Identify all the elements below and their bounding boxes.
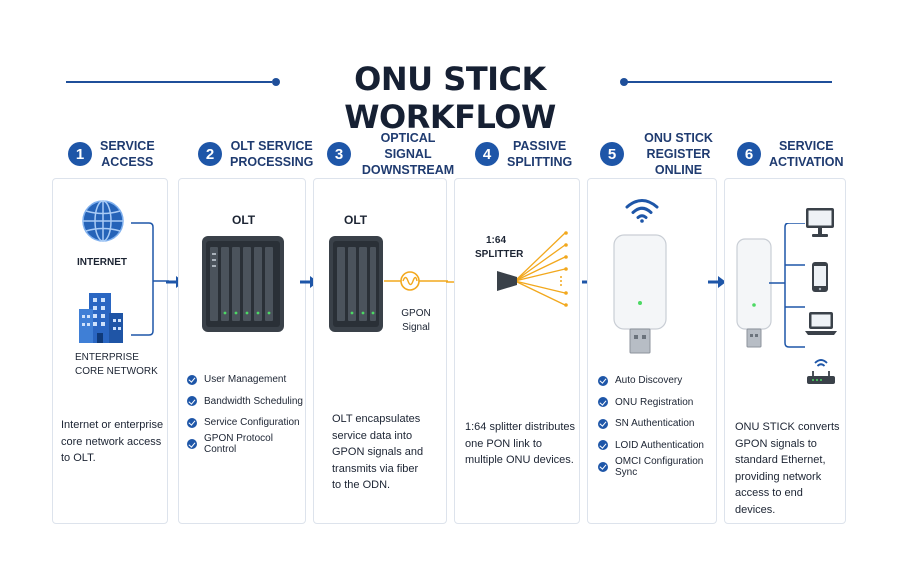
olt-device-icon: [202, 236, 284, 332]
title-rule-left: [66, 81, 272, 83]
smartphone-icon: [812, 262, 828, 292]
fiber-signal-wave: [384, 271, 448, 291]
check-icon: [598, 418, 608, 429]
router-icon: [807, 359, 835, 384]
list-item: LOID Authentication: [598, 435, 716, 457]
list-item: Auto Discovery: [598, 370, 716, 392]
check-icon: [187, 374, 197, 385]
check-icon: [598, 461, 608, 472]
title-dot-right: [620, 78, 628, 86]
card-onu-register: Auto Discovery ONU Registration SN Authe…: [587, 178, 717, 524]
device-connector-lines: [769, 223, 805, 348]
flow-arrow-icon: [708, 276, 726, 288]
check-icon: [598, 397, 608, 408]
check-icon: [598, 375, 608, 386]
title-rule-right: [626, 81, 832, 83]
olt-feature-list: User Management Bandwidth Scheduling Ser…: [187, 369, 305, 455]
list-item: GPON Protocol Control: [187, 433, 305, 455]
internet-label: INTERNET: [77, 257, 127, 268]
list-item: ONU Registration: [598, 392, 716, 414]
title-bar: ONU STICK WORKFLOW: [60, 58, 840, 136]
step-number: 6: [737, 142, 761, 166]
onu-feature-list: Auto Discovery ONU Registration SN Authe…: [598, 370, 716, 478]
check-icon: [598, 440, 608, 451]
check-icon: [187, 439, 197, 450]
list-item: OMCI Configuration Sync: [598, 456, 716, 478]
card-olt-processing: OLT User Management Bandwidth Scheduling…: [178, 178, 306, 524]
olt-label: OLT: [344, 213, 368, 227]
list-item: Bandwidth Scheduling: [187, 391, 305, 413]
network-connector-lines: [131, 222, 169, 336]
splitter-icon: [497, 231, 568, 307]
split-ratio-label: 1:64: [486, 235, 507, 246]
olt-label: OLT: [232, 213, 256, 227]
step-number: 3: [327, 142, 351, 166]
building-icon: [79, 293, 123, 343]
onu-stick-icon: [613, 234, 667, 354]
globe-icon: [82, 200, 124, 242]
check-icon: [187, 396, 197, 407]
laptop-icon: [805, 312, 837, 335]
step-number: 1: [68, 142, 92, 166]
step-number: 4: [475, 142, 499, 166]
list-item: SN Authentication: [598, 413, 716, 435]
list-item: Service Configuration: [187, 412, 305, 434]
check-icon: [187, 417, 197, 428]
onu-stick-icon: [736, 238, 772, 348]
list-item: User Management: [187, 369, 305, 391]
monitor-icon: [806, 208, 834, 237]
olt-device-icon: [329, 236, 383, 332]
wifi-icon: [625, 199, 659, 223]
step-number: 5: [600, 142, 624, 166]
page-title: ONU STICK WORKFLOW: [344, 60, 556, 136]
splitter-label: SPLITTER: [475, 249, 524, 260]
title-dot-left: [272, 78, 280, 86]
step-number: 2: [198, 142, 222, 166]
